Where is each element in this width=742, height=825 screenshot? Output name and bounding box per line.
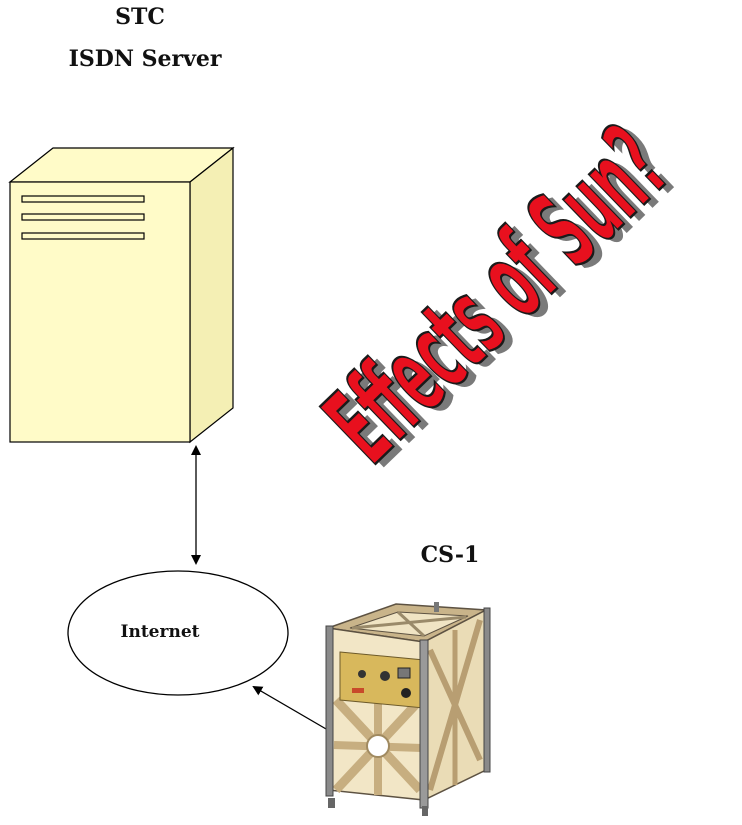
- drive-bay-2: [21, 213, 145, 221]
- internet-label: Internet: [120, 622, 200, 642]
- cubesat-image: [325, 602, 491, 816]
- drive-bay-3: [21, 232, 145, 240]
- server-tower-icon: [8, 146, 235, 444]
- server-title-line1: STC: [115, 4, 165, 30]
- drive-bay-1: [21, 195, 145, 203]
- internet-cloud-ellipse: [67, 570, 289, 696]
- wordart-text: Effects of Sun?: [303, 104, 693, 487]
- server-title-line2: ISDN Server: [68, 46, 222, 72]
- satellite-label: CS-1: [420, 542, 480, 568]
- wordart-effects-of-sun: Effects of Sun? Effects of Sun?: [302, 103, 702, 490]
